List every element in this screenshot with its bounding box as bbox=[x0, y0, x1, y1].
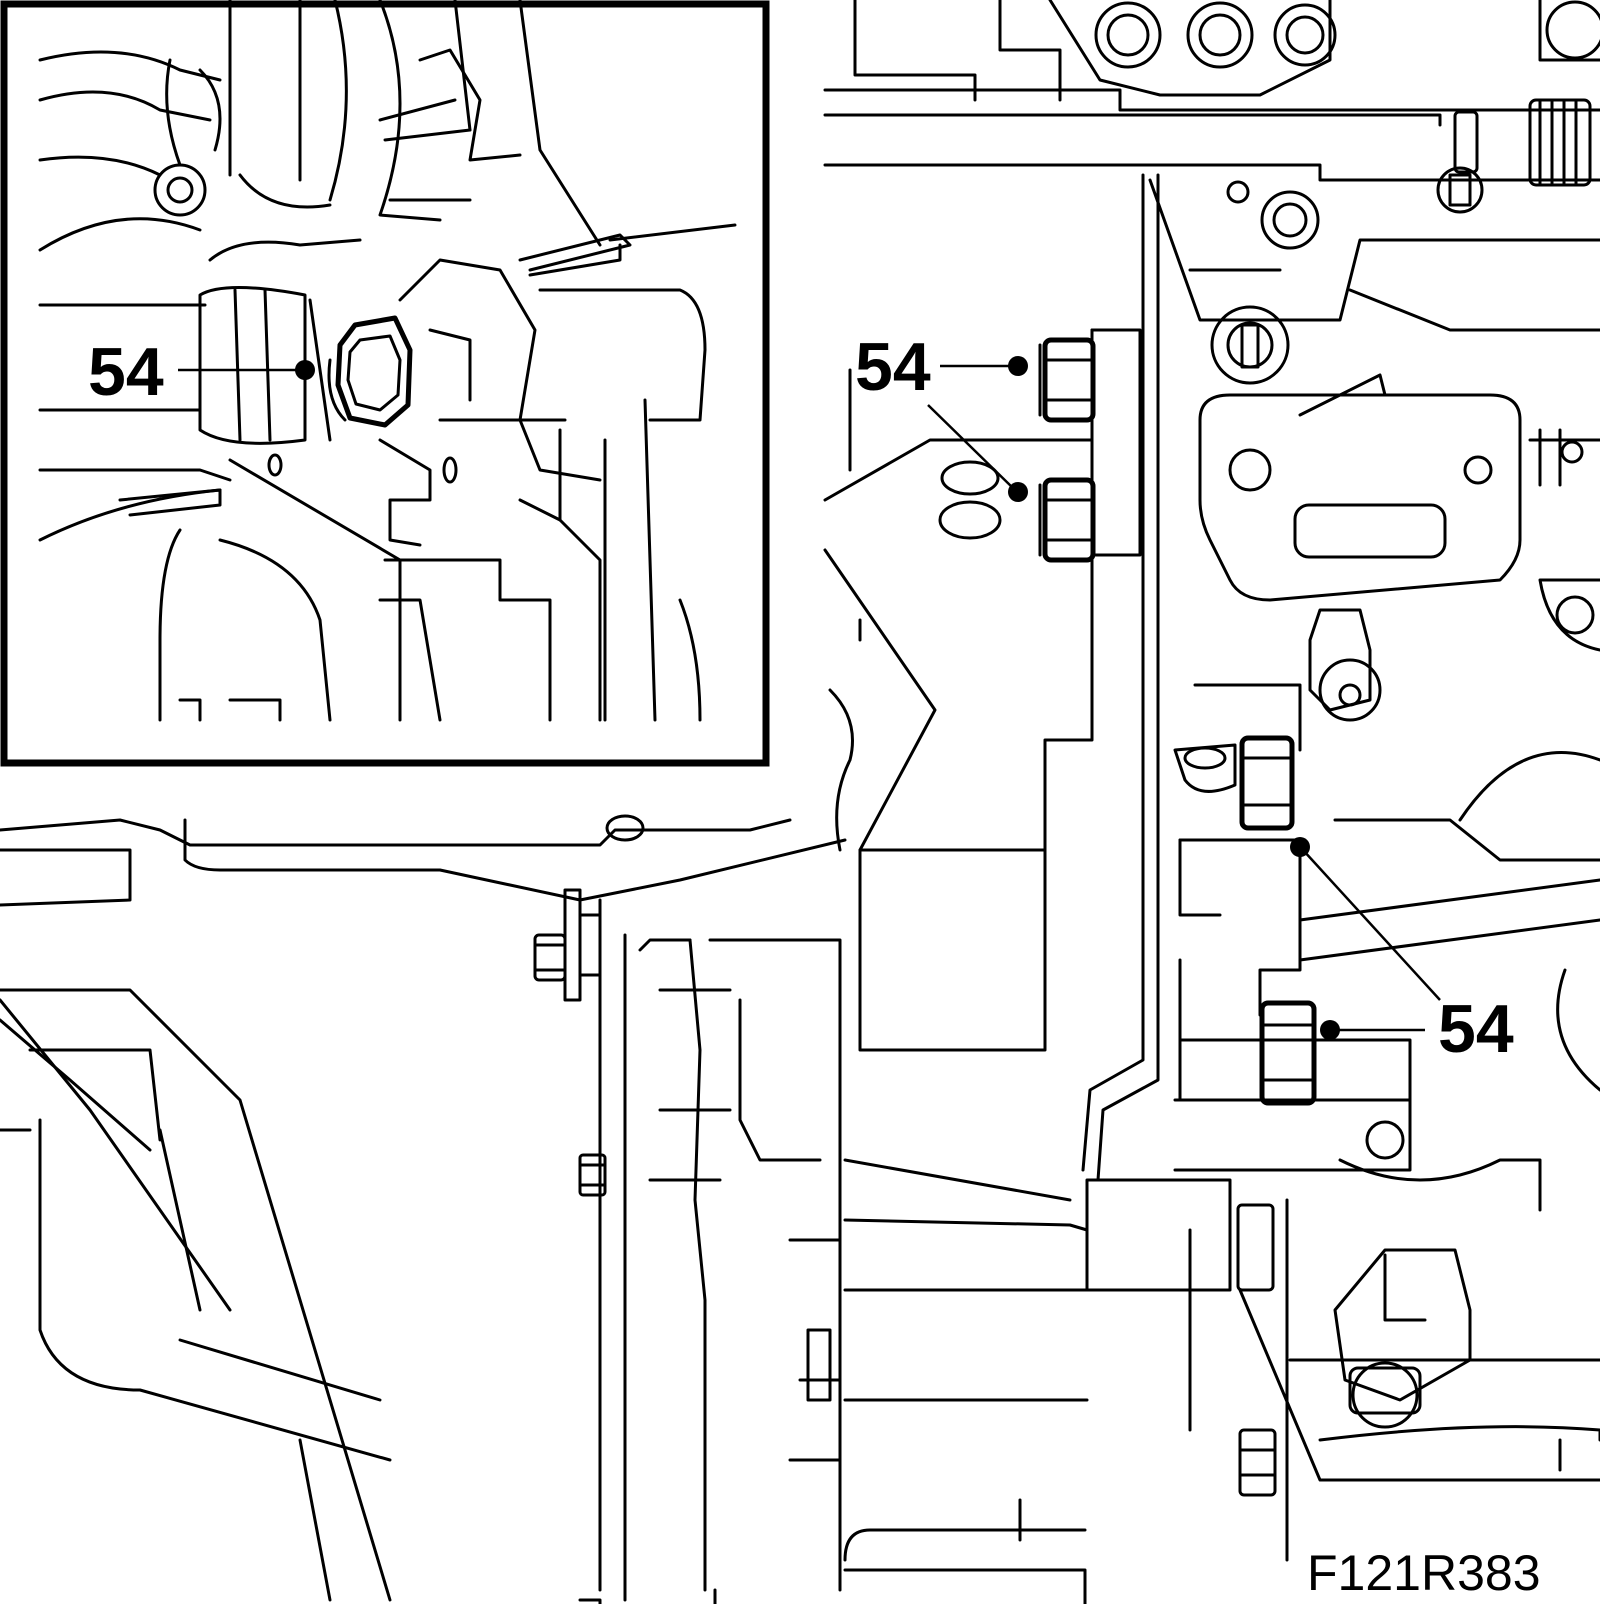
callout-label-upper: 54 bbox=[855, 329, 931, 405]
ribbed-hose bbox=[1453, 98, 1592, 187]
callout-inset: 54 bbox=[88, 334, 315, 410]
left-cover-plate bbox=[0, 814, 847, 1602]
leader-dot-lower-b bbox=[1290, 837, 1310, 857]
angled-plate bbox=[823, 368, 1094, 852]
top-bolt-heads bbox=[1094, 0, 1600, 69]
top-rail bbox=[823, 0, 1600, 182]
upper-nuts bbox=[1038, 337, 1096, 563]
exhaust-flange bbox=[1198, 373, 1600, 602]
inset-view bbox=[0, 0, 770, 767]
lower-bracket bbox=[1085, 1038, 1600, 1562]
housing-bolts bbox=[533, 888, 607, 1604]
gearbox-housing bbox=[598, 898, 1089, 1604]
inset-drawing bbox=[38, 0, 737, 722]
leader-dot-lower-a bbox=[1320, 1020, 1340, 1040]
bottom-right-bolt bbox=[1238, 1248, 1600, 1497]
leader-line-upper-b bbox=[927, 404, 1016, 491]
lower-nuts bbox=[1173, 735, 1317, 1106]
figure-id-label: F121R383 bbox=[1307, 1545, 1541, 1601]
callout-label-lower: 54 bbox=[1438, 991, 1514, 1067]
callout-lower: 54 bbox=[1290, 837, 1514, 1067]
leader-dot-upper-b bbox=[1008, 482, 1028, 502]
callout-label-inset: 54 bbox=[88, 334, 164, 410]
leader-line-lower-b bbox=[1302, 849, 1441, 1001]
callout-upper: 54 bbox=[855, 329, 1028, 502]
leader-dot-upper-a bbox=[1008, 356, 1028, 376]
leader-dot-inset bbox=[295, 360, 315, 380]
mount-bracket bbox=[858, 173, 1302, 1182]
inset-frame bbox=[0, 0, 770, 767]
upper-engine-block bbox=[1148, 166, 1600, 385]
